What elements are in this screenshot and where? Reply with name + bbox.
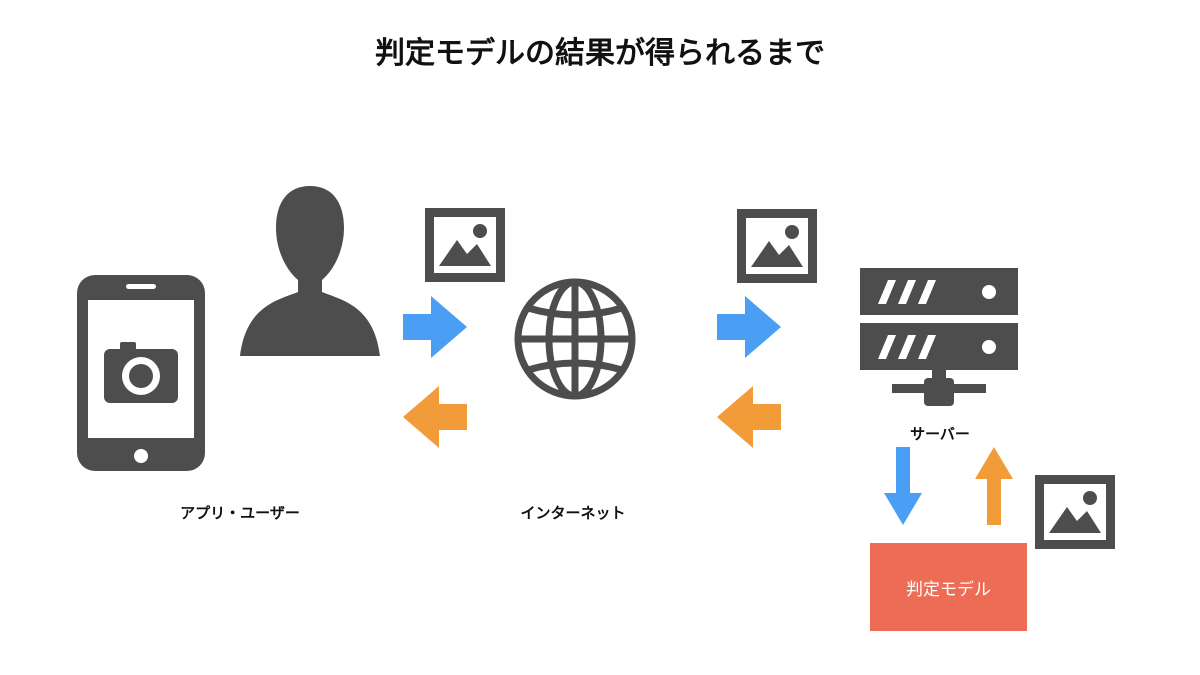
arrow-right-icon (717, 296, 781, 358)
person-silhouette-icon (238, 184, 382, 356)
user-label: アプリ・ユーザー (180, 504, 300, 522)
server-label: サーバー (910, 425, 970, 443)
arrow-right-icon (403, 296, 467, 358)
image-icon (423, 206, 507, 284)
arrow-left-icon (717, 386, 781, 448)
server-icon (858, 266, 1020, 408)
image-icon (735, 207, 819, 285)
globe-icon (512, 276, 638, 402)
diagram-title: 判定モデルの結果が得られるまで (375, 36, 825, 71)
arrow-left-icon (403, 386, 467, 448)
smartphone-camera-icon (74, 272, 208, 474)
internet-label: インターネット (520, 504, 626, 522)
image-icon (1033, 473, 1117, 551)
arrow-down-icon (884, 447, 922, 525)
model-label: 判定モデル (906, 579, 991, 600)
judgment-model-box: 判定モデル (870, 543, 1027, 631)
arrow-up-icon (975, 447, 1013, 525)
